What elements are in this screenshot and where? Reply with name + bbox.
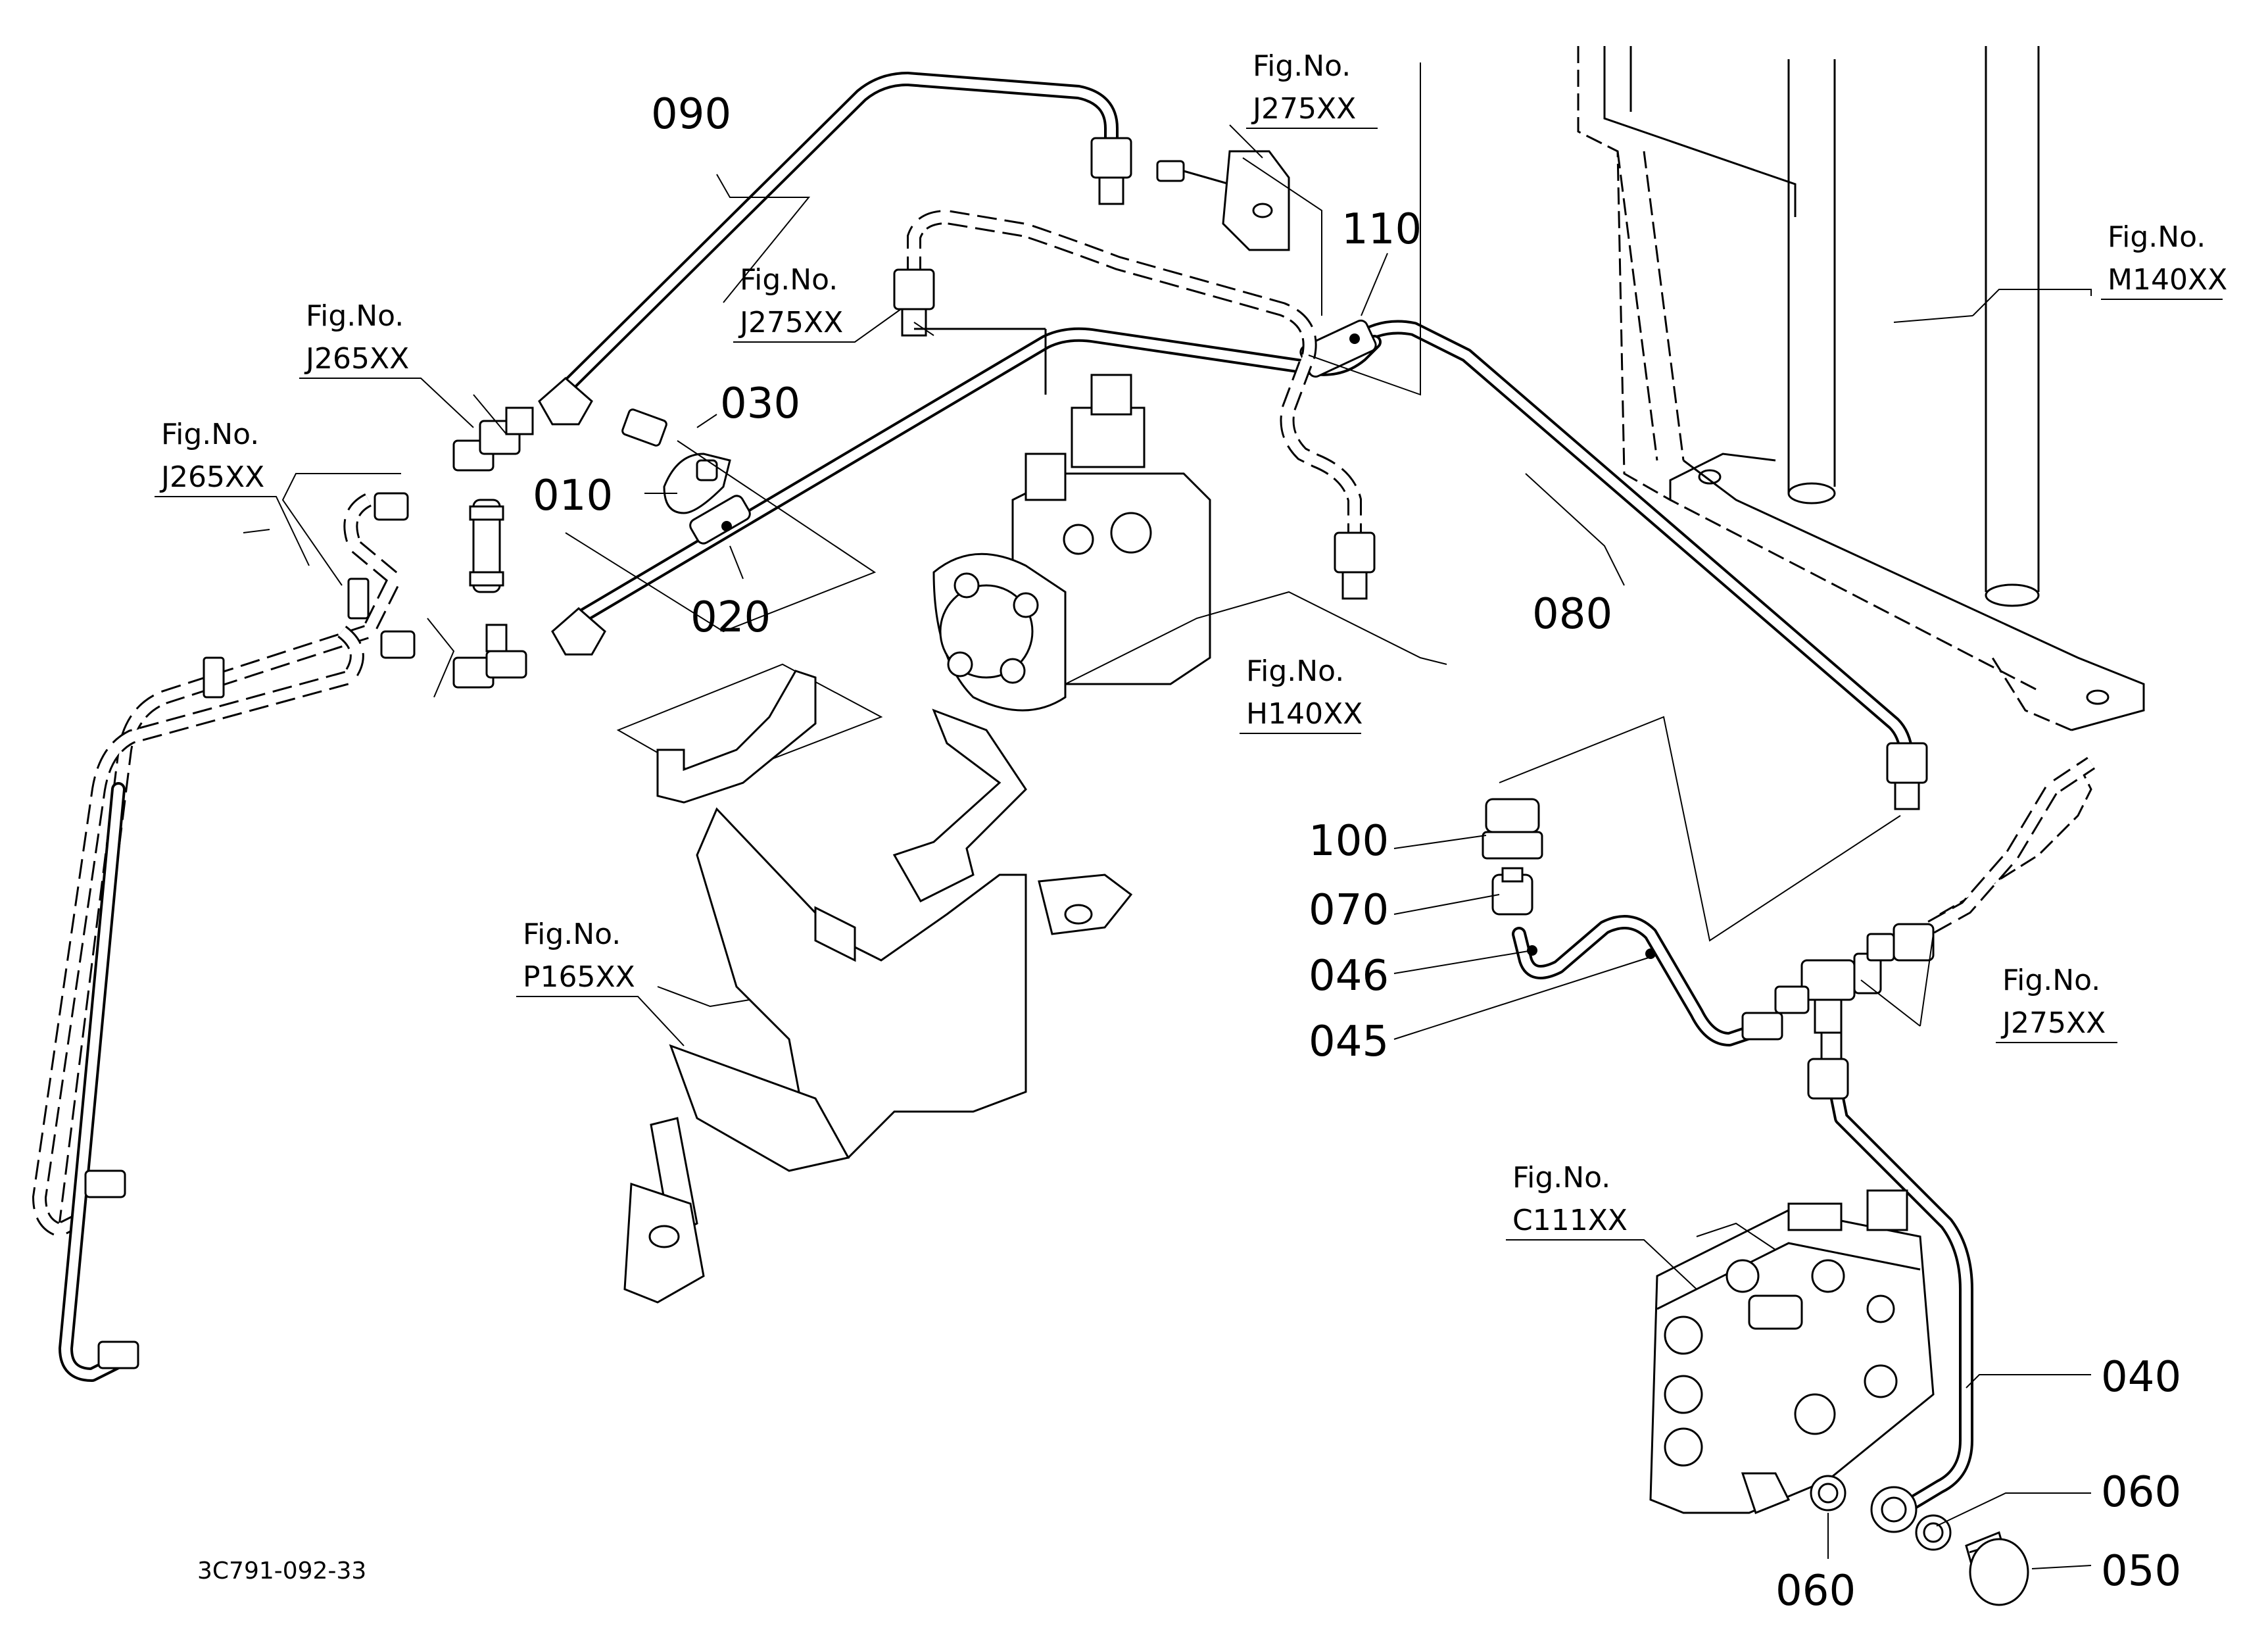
pipe-090 <box>538 72 1132 426</box>
callout-060-right: 060 <box>2101 1468 2181 1517</box>
washers-and-bolt <box>1810 1475 2029 1606</box>
svg-text:Fig.No.: Fig.No. <box>1246 654 1344 688</box>
ref-j265-a: Fig.No. J265XX <box>299 299 474 428</box>
callout-060-bottom: 060 <box>1775 1567 1856 1615</box>
callout-110: 110 <box>1341 205 1422 254</box>
pipe-110-020 <box>551 319 1382 656</box>
callout-080: 080 <box>1532 590 1612 639</box>
ref-j275-top: Fig.No. J275XX <box>1246 49 1378 129</box>
callout-090: 090 <box>651 90 731 139</box>
clamp-010 <box>565 408 877 633</box>
ref-j275-right: Fig.No. J275XX <box>1996 964 2117 1043</box>
svg-text:Fig.No.: Fig.No. <box>523 918 621 951</box>
ref-m140: Fig.No. M140XX <box>2101 220 2227 300</box>
steering-unit <box>914 328 1211 712</box>
svg-text:Fig.No.: Fig.No. <box>306 299 404 333</box>
ref-j265-b: Fig.No. J265XX <box>155 418 310 566</box>
svg-text:Fig.No.: Fig.No. <box>1512 1161 1610 1194</box>
callout-labels: 090 030 010 020 110 080 100 070 046 045 … <box>533 90 2181 1615</box>
callout-100: 100 <box>1309 817 1389 866</box>
ref-j275-mid: Fig.No. J275XX <box>733 263 902 343</box>
pipe-040 <box>1807 1031 1973 1533</box>
svg-text:Fig.No.: Fig.No. <box>1253 49 1351 83</box>
drawing-code: 3C791-092-33 <box>197 1558 366 1585</box>
svg-text:C111XX: C111XX <box>1512 1204 1628 1237</box>
ref-c111: Fig.No. C111XX <box>1506 1161 1697 1290</box>
pipe-080 <box>1347 320 1928 810</box>
callout-030: 030 <box>720 380 800 428</box>
callout-050: 050 <box>2101 1547 2181 1596</box>
callout-040: 040 <box>2101 1353 2181 1402</box>
tee-fitting <box>1774 756 2096 1034</box>
bolt-bracket-top <box>1156 62 1421 396</box>
frame-structure <box>1577 46 2145 916</box>
svg-text:Fig.No.: Fig.No. <box>161 418 259 451</box>
left-pipes <box>32 492 416 1382</box>
svg-text:Fig.No.: Fig.No. <box>2108 220 2206 254</box>
callout-020: 020 <box>690 593 771 642</box>
callout-010: 010 <box>533 472 613 520</box>
callout-045: 045 <box>1309 1018 1389 1066</box>
control-valve <box>1649 1189 1935 1514</box>
svg-text:Fig.No.: Fig.No. <box>2002 964 2100 997</box>
svg-text:J265XX: J265XX <box>159 460 264 494</box>
svg-text:J275XX: J275XX <box>1251 92 1356 126</box>
ref-h140: Fig.No. H140XX <box>1240 654 1363 734</box>
svg-text:J275XX: J275XX <box>2000 1006 2106 1040</box>
svg-text:M140XX: M140XX <box>2108 263 2227 297</box>
bracket-assembly <box>616 663 1133 1304</box>
leader-lines <box>243 124 2092 1569</box>
svg-text:Fig.No.: Fig.No. <box>740 263 838 297</box>
fittings-center-left <box>427 406 534 698</box>
figure-references: Fig.No. J275XX Fig.No. J275XX Fig.No. J2… <box>155 49 2227 1290</box>
callout-046: 046 <box>1309 952 1389 1000</box>
ref-p165: Fig.No. P165XX <box>516 918 685 1046</box>
dashed-pipe-j275 <box>893 209 1376 600</box>
pipe-045-046 <box>1482 716 1901 1046</box>
svg-text:J275XX: J275XX <box>738 306 843 339</box>
svg-text:H140XX: H140XX <box>1246 697 1363 731</box>
callout-070: 070 <box>1309 886 1389 935</box>
svg-text:P165XX: P165XX <box>523 960 635 994</box>
svg-text:J265XX: J265XX <box>304 342 409 376</box>
